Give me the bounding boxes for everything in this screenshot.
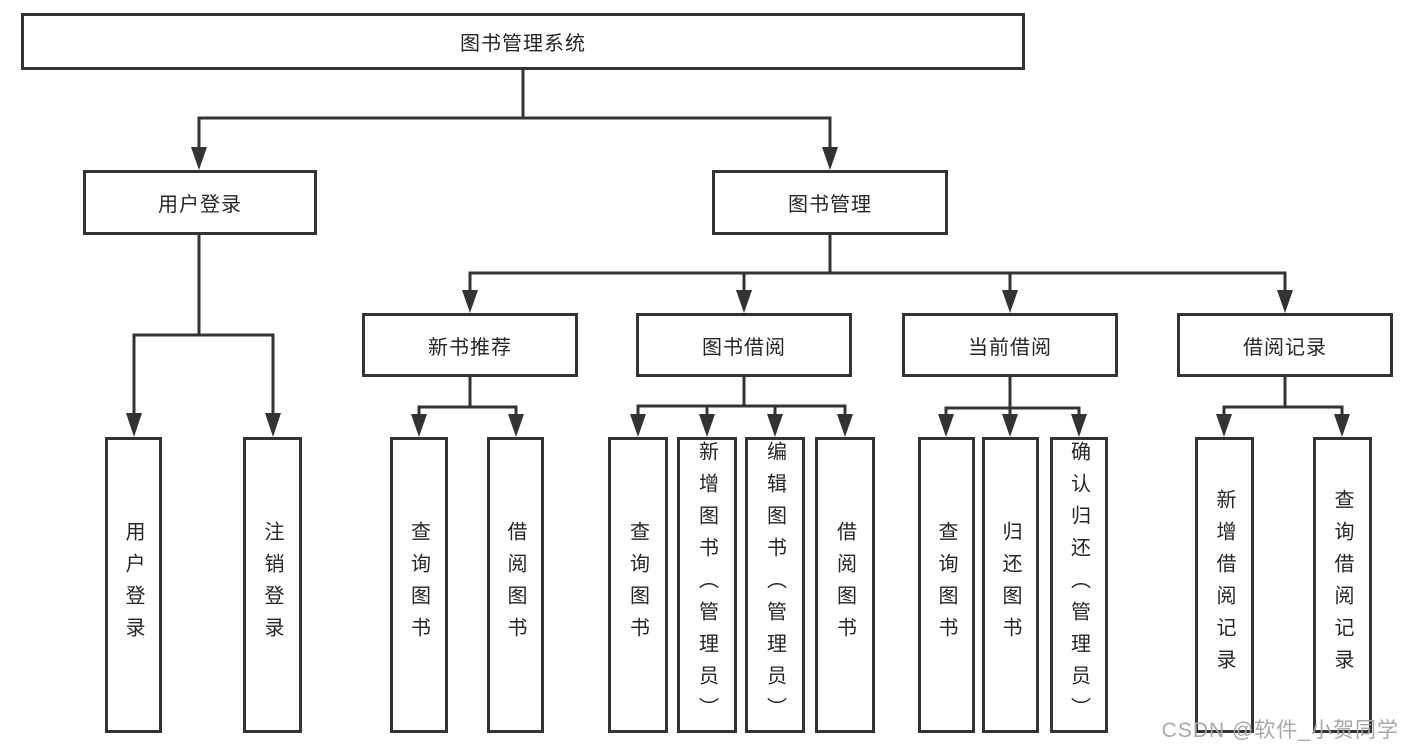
leaf-add-books-admin: 新增图书（管理员） xyxy=(677,437,737,733)
node-book-management: 图书管理 xyxy=(712,170,948,235)
node-book-borrow: 图书借阅 xyxy=(636,313,852,377)
leaf-edit-books-admin: 编辑图书（管理员） xyxy=(745,437,805,733)
leaf-logout: 注销登录 xyxy=(243,437,302,733)
node-current-borrow: 当前借阅 xyxy=(902,313,1118,377)
connector-current-borrow xyxy=(938,375,1087,437)
node-new-book-recommend: 新书推荐 xyxy=(362,313,578,377)
leaf-borrow-books: 借阅图书 xyxy=(815,437,875,733)
connector-book-management xyxy=(462,233,1293,313)
leaf-query-borrow-record: 查询借阅记录 xyxy=(1313,437,1372,733)
leaf-confirm-return-admin: 确认归还（管理员） xyxy=(1050,437,1108,733)
leaf-return-books: 归还图书 xyxy=(982,437,1039,733)
connector-borrow-records xyxy=(1216,375,1350,437)
csdn-watermark: CSDN @软件_小贺同学 xyxy=(1161,719,1399,742)
node-user-login: 用户登录 xyxy=(83,170,317,235)
leaf-query-books-recommend: 查询图书 xyxy=(390,437,448,733)
leaf-user-login: 用户登录 xyxy=(105,437,162,733)
leaf-query-books-borrow: 查询图书 xyxy=(608,437,668,733)
leaf-query-books-current: 查询图书 xyxy=(918,437,975,733)
leaf-borrow-books-recommend: 借阅图书 xyxy=(487,437,544,733)
connector-new-book-recommend xyxy=(411,375,524,437)
node-library-management-system: 图书管理系统 xyxy=(21,13,1025,70)
connector-root xyxy=(191,68,838,170)
connector-book-borrow xyxy=(630,375,853,437)
node-borrow-records: 借阅记录 xyxy=(1177,313,1393,377)
leaf-add-borrow-record: 新增借阅记录 xyxy=(1195,437,1254,733)
connector-user-login xyxy=(126,233,281,437)
